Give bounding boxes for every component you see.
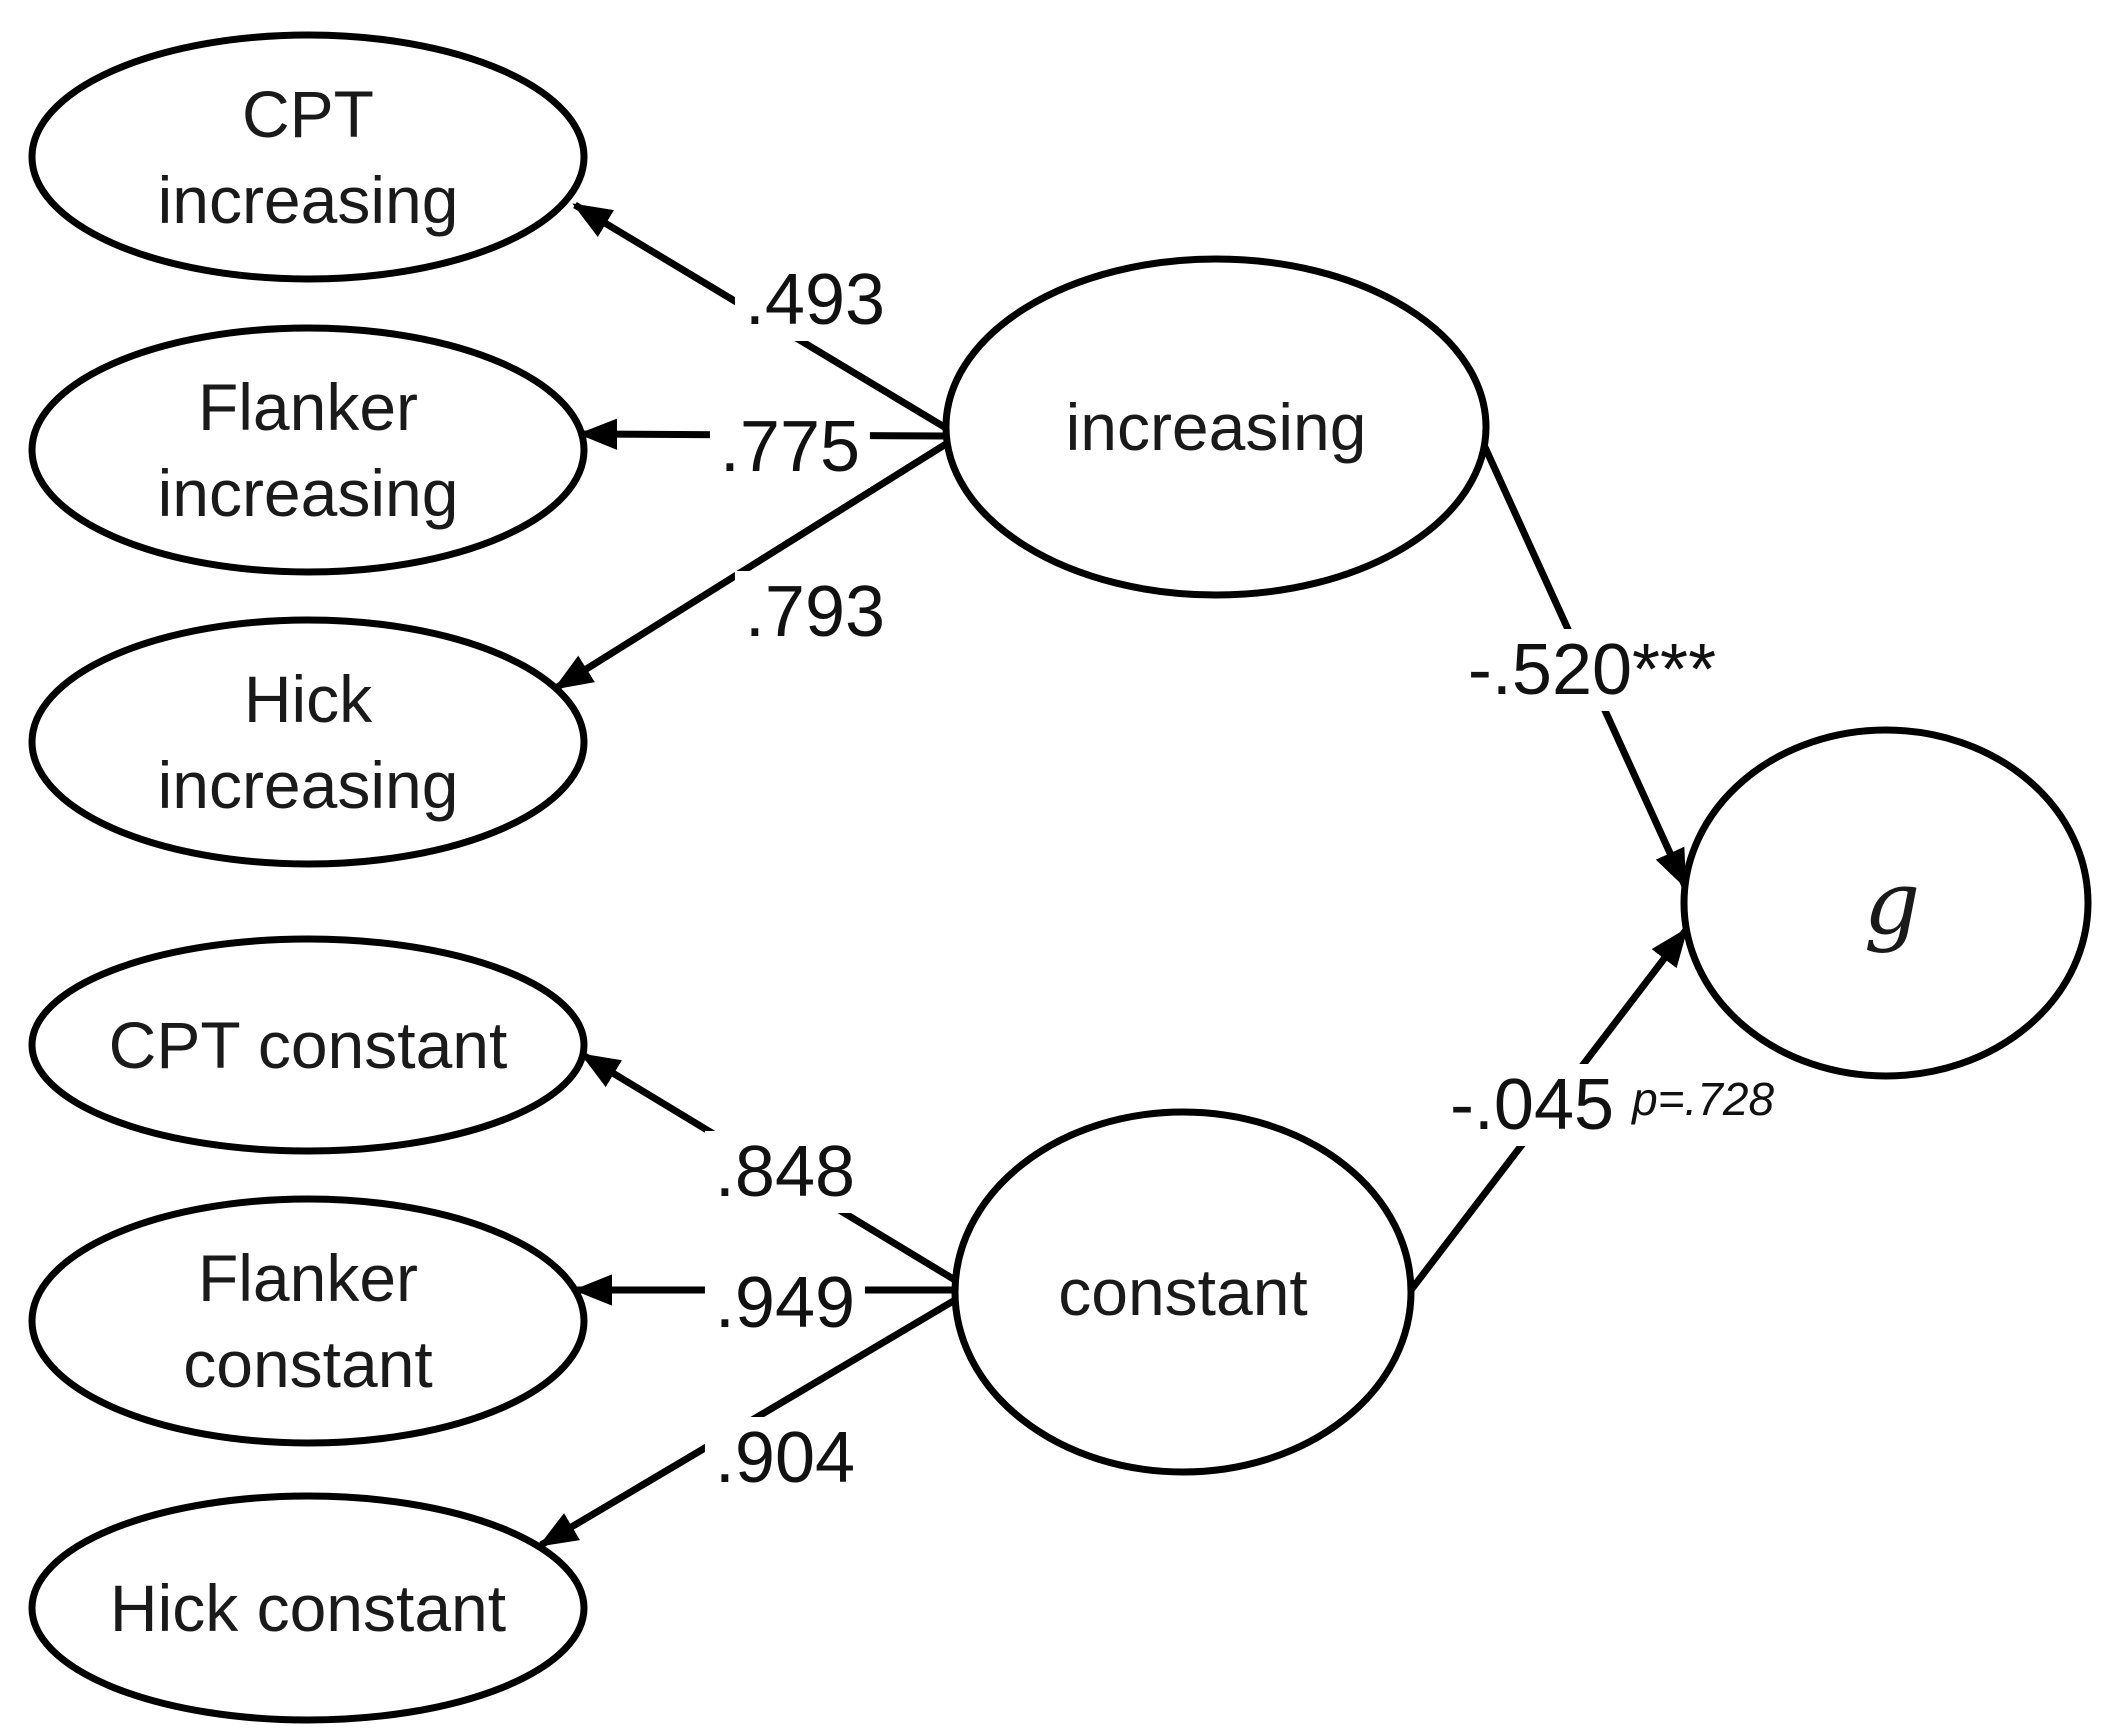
ellipse-hick-constant (28, 1492, 588, 1724)
path-coefficient-constant-g-value: -.045 (1449, 1065, 1615, 1145)
latent-node-label-increasing: increasing (1065, 390, 1367, 464)
path-coefficient-constant-g: -.045 p=.728 (1439, 1064, 1785, 1146)
ellipse-flanker-increasing (28, 324, 588, 576)
ellipse-cpt-increasing (28, 31, 588, 283)
loading-value-increasing-cpt: .493 (734, 259, 896, 341)
loading-value-constant-cpt: .848 (704, 1131, 866, 1213)
loading-value-increasing-flanker: .775 (709, 406, 871, 488)
latent-node-label-constant: constant (1058, 1255, 1308, 1329)
observed-node-label-cpt-constant: CPT constant (108, 1008, 508, 1082)
loading-value-constant-hick: .904 (704, 1417, 866, 1499)
observed-node-label-flanker-increasing: Flanker increasing (157, 370, 459, 530)
loading-arrow-increasing-hick (553, 441, 948, 691)
observed-node-label-hick-increasing: Hick increasing (157, 662, 459, 822)
latent-node-label-g: g (1863, 851, 1921, 955)
ellipse-latent-g (1680, 726, 2092, 1080)
loading-value-constant-flanker: .949 (704, 1262, 866, 1344)
observed-node-label-hick-constant: Hick constant (109, 1571, 507, 1645)
path-coefficient-increasing-g: -.520*** (1457, 629, 1727, 711)
loading-value-increasing-hick: .793 (734, 571, 896, 653)
path-coefficient-constant-g-pvalue: p=.728 (1632, 1073, 1775, 1125)
ellipse-hick-increasing (28, 616, 588, 868)
observed-node-label-flanker-constant: Flanker constant (183, 1241, 433, 1401)
observed-node-label-cpt-increasing: CPT increasing (157, 77, 459, 237)
ellipse-flanker-constant (28, 1195, 588, 1447)
ellipse-cpt-constant (28, 935, 588, 1155)
